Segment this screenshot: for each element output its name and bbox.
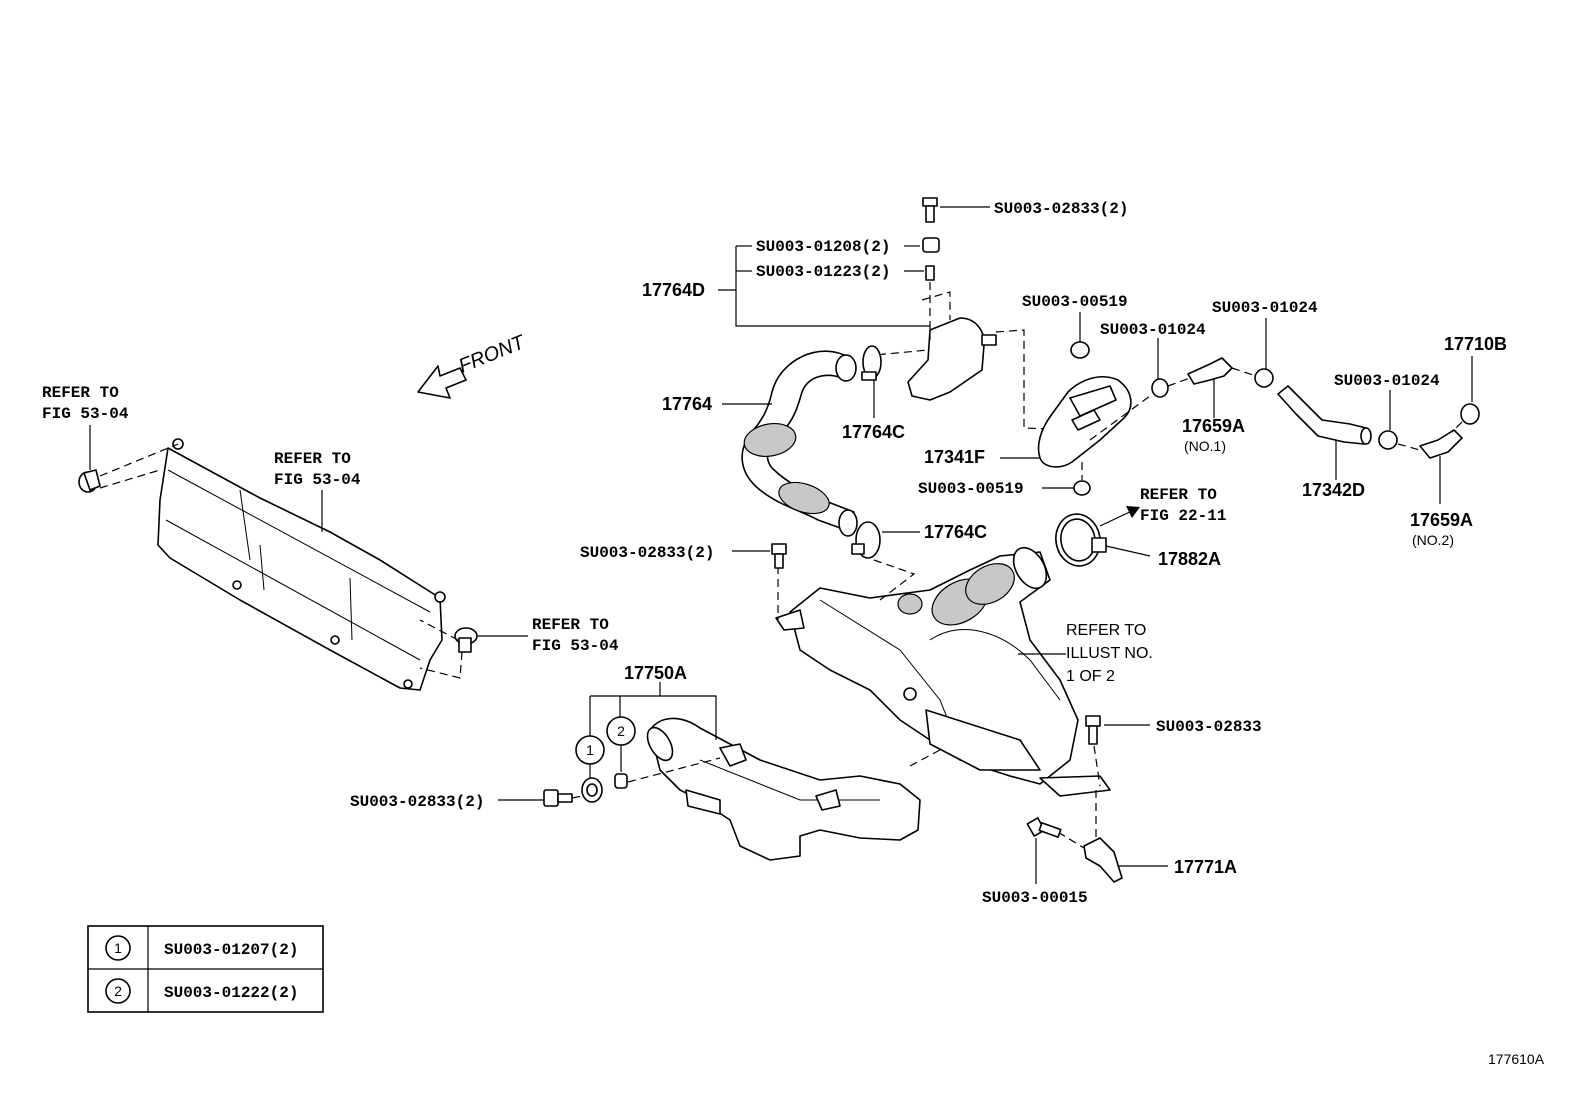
label-su003-01223: SU003-01223(2) — [756, 263, 890, 281]
clamp-17764C-mid-icon — [851, 521, 881, 559]
label-refer-mid-line1: REFER TO — [274, 450, 351, 468]
callout-2: 2 — [606, 716, 636, 746]
legend-table: 1 SU003-01207(2) 2 SU003-01222(2) — [87, 925, 324, 1013]
connector-17659A-no1-icon — [1187, 357, 1233, 385]
callout-2-text: 2 — [617, 723, 625, 739]
clamp-17764C-top-icon — [861, 345, 882, 381]
legend-row-2-num: 2 — [114, 983, 122, 999]
clip-su003-00519-bot-icon — [1073, 480, 1091, 496]
bolt-su003-02833-bottom-icon — [543, 789, 573, 807]
label-su003-01208: SU003-01208(2) — [756, 238, 890, 256]
figure-code: 177610A — [1488, 1051, 1545, 1067]
legend-row-2-part: SU003-01222(2) — [164, 984, 298, 1002]
label-17771A: 17771A — [1174, 857, 1237, 877]
legend-row-1: 1 SU003-01207(2) — [105, 935, 298, 961]
label-su003-01024-b: SU003-01024 — [1212, 299, 1318, 317]
clamp-17882A-icon — [1055, 513, 1107, 567]
legend-row-1-part: SU003-01207(2) — [164, 941, 298, 959]
front-arrow-icon — [417, 365, 467, 399]
label-su003-02833-top: SU003-02833(2) — [994, 200, 1128, 218]
label-17764: 17764 — [662, 394, 712, 414]
label-17764C-mid: 17764C — [924, 522, 987, 542]
hose-17341F — [1037, 376, 1132, 468]
bolt-su003-02833-right-icon — [1085, 715, 1101, 745]
label-17659A-no2: 17659A — [1410, 510, 1473, 530]
label-su003-00519-bot: SU003-00519 — [918, 480, 1024, 498]
bracket-17771A — [1083, 837, 1123, 883]
label-refer-fig22-line2: FIG 22-11 — [1140, 507, 1226, 525]
label-17659A-no1: 17659A — [1182, 416, 1245, 436]
connector-17659A-no2-icon — [1419, 429, 1463, 459]
label-su003-00519-top: SU003-00519 — [1022, 293, 1128, 311]
label-17341F: 17341F — [924, 447, 985, 467]
bolt-su003-02833-left-icon — [771, 543, 787, 569]
label-refer-topleft-line2: FIG 53-04 — [42, 405, 129, 423]
left-clip-icon — [78, 469, 101, 493]
clamp-su003-01024-c-icon — [1378, 430, 1398, 450]
label-refer-topleft-line1: REFER TO — [42, 384, 119, 402]
label-su003-01024-a: SU003-01024 — [1100, 321, 1206, 339]
grommet-1-icon — [581, 777, 603, 803]
clamp-su003-01024-a-icon — [1151, 378, 1169, 398]
refer-arrow-icon — [1099, 506, 1140, 527]
clamp-su003-01024-b-icon — [1254, 368, 1274, 388]
air-duct-17764 — [741, 350, 858, 537]
top-nut-icon — [922, 237, 940, 253]
label-su003-02833-bottom: SU003-02833(2) — [350, 793, 484, 811]
label-17764D: 17764D — [642, 280, 705, 300]
label-refer-fig22-line1: REFER TO — [1140, 486, 1217, 504]
label-refer-mid-line2: FIG 53-04 — [274, 471, 361, 489]
top-collar-icon — [925, 265, 935, 281]
legend-row-2: 2 SU003-01222(2) — [105, 978, 298, 1004]
bolt-su003-00015-icon — [1026, 817, 1062, 838]
legend-row-1-num: 1 — [114, 940, 122, 956]
label-refer-illust-line3: 1 OF 2 — [1066, 668, 1115, 685]
duct-17750A — [646, 717, 921, 861]
label-su003-02833-left: SU003-02833(2) — [580, 544, 714, 562]
callout-1: 1 — [575, 735, 605, 765]
collar-2-icon — [614, 773, 628, 789]
top-bolt-icon — [922, 197, 938, 223]
label-su003-01024-c: SU003-01024 — [1334, 372, 1440, 390]
label-no2: (NO.2) — [1412, 532, 1454, 548]
label-su003-00015: SU003-00015 — [982, 889, 1088, 907]
label-17764C-top: 17764C — [842, 422, 905, 442]
label-refer-illust-line2: ILLUST NO. — [1066, 645, 1153, 662]
label-su003-02833-right: SU003-02833 — [1156, 718, 1262, 736]
label-refer-right-line2: FIG 53-04 — [532, 637, 619, 655]
front-label: FRONT — [456, 331, 530, 378]
clip-su003-00519-top-icon — [1070, 341, 1090, 359]
right-grommet-icon — [454, 627, 478, 653]
cap-17710B-icon — [1460, 403, 1480, 425]
resonator-17764D — [864, 291, 1081, 431]
label-no1: (NO.1) — [1184, 438, 1226, 454]
label-17882A: 17882A — [1158, 549, 1221, 569]
label-17342D: 17342D — [1302, 480, 1365, 500]
label-refer-right-line1: REFER TO — [532, 616, 609, 634]
callout-1-text: 1 — [586, 742, 594, 758]
label-refer-illust-line1: REFER TO — [1066, 622, 1146, 639]
label-17710B: 17710B — [1444, 334, 1507, 354]
hose-17342D — [1277, 385, 1372, 445]
air-cleaner-assembly — [775, 546, 1111, 797]
label-17750A: 17750A — [624, 663, 687, 683]
under-cover-shield — [157, 438, 446, 691]
